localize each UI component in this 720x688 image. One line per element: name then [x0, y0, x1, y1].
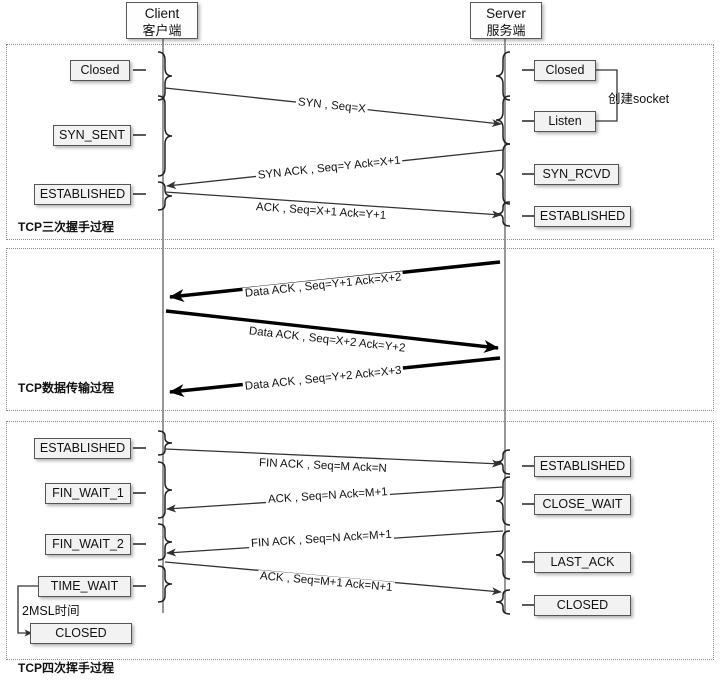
client-state-fin-wait-1: FIN_WAIT_1 — [45, 483, 131, 504]
teardown-arrows — [164, 448, 504, 596]
client-state-established-2: ESTABLISHED — [34, 438, 131, 459]
section-handshake-label: TCP三次握手过程 — [18, 220, 115, 234]
actor-server-label-cn: 服务端 — [486, 22, 526, 38]
server-state-closed-final: CLOSED — [534, 595, 631, 616]
client-state-syn-sent: SYN_SENT — [53, 125, 131, 146]
actor-client-label-cn: 客户端 — [142, 22, 182, 38]
server-state-established-2: ESTABLISHED — [534, 456, 631, 477]
actor-server-label: Server — [486, 6, 526, 21]
client-state-established-1: ESTABLISHED — [34, 184, 131, 205]
server-brace-ticks-handshake — [522, 69, 534, 217]
client-state-closed-final: CLOSED — [30, 623, 132, 644]
server-state-established-1: ESTABLISHED — [534, 206, 631, 227]
client-brace-ticks-handshake — [133, 69, 146, 195]
arrow-ack — [164, 191, 502, 219]
client-state-time-wait: TIME_WAIT — [38, 576, 131, 597]
section-teardown-label: TCP四次挥手过程 — [18, 661, 115, 675]
client-braces-handshake — [157, 51, 173, 211]
section-teardown — [6, 421, 714, 660]
client-brace-ticks-teardown — [133, 447, 146, 587]
arrow-fin-ack-1 — [164, 448, 502, 468]
msl-timer-annotation: 2MSL时间 — [22, 604, 80, 618]
create-socket-annotation: 创建socket — [608, 92, 670, 106]
msl-loop — [17, 585, 38, 637]
client-braces-teardown — [157, 430, 173, 603]
server-brace-ticks-teardown — [522, 465, 534, 606]
server-state-syn-rcvd: SYN_RCVD — [534, 164, 619, 185]
client-state-closed: Closed — [70, 60, 130, 81]
actor-client: Client 客户端 — [126, 2, 198, 39]
client-state-fin-wait-2: FIN_WAIT_2 — [45, 534, 131, 555]
section-transfer — [6, 248, 714, 411]
actor-server: Server 服务端 — [470, 2, 542, 39]
section-handshake — [6, 44, 714, 240]
actor-client-label: Client — [144, 6, 180, 21]
server-state-last-ack: LAST_ACK — [534, 552, 631, 573]
server-state-closed: Closed — [534, 60, 596, 81]
server-state-listen: Listen — [534, 111, 596, 132]
arrow-data-2 — [165, 309, 499, 353]
server-state-close-wait: CLOSE_WAIT — [534, 494, 631, 515]
section-transfer-label: TCP数据传输过程 — [18, 381, 115, 395]
